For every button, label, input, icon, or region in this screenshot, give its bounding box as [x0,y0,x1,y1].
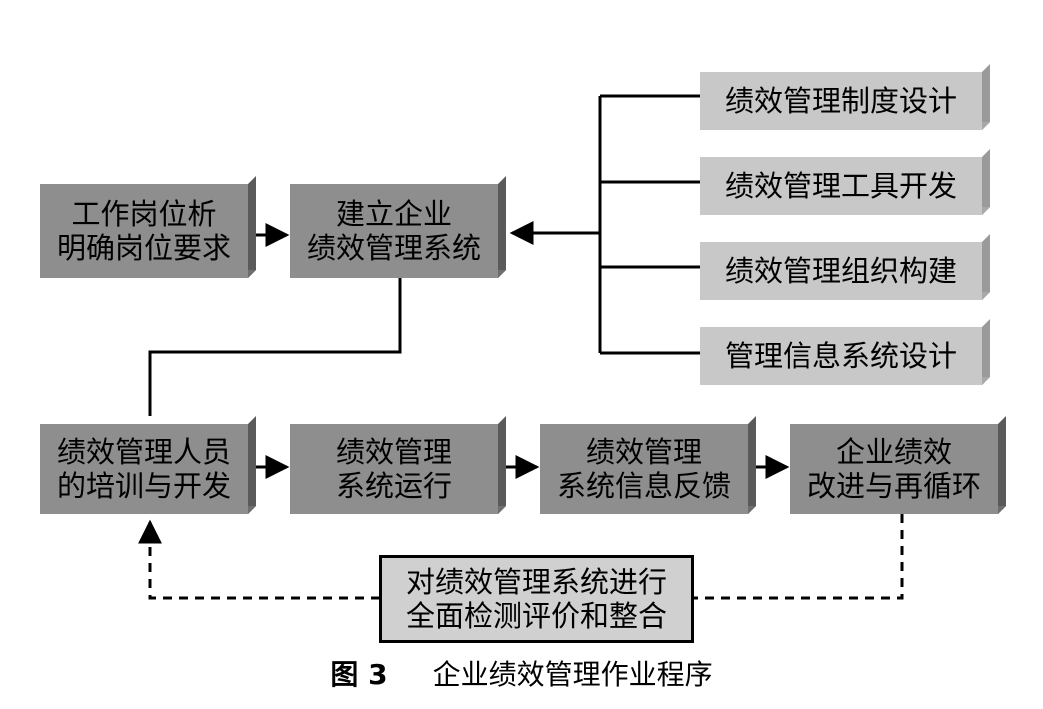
mis-design-box: 管理信息系统设计 [700,327,982,385]
evaluation-box: 对绩效管理系统进行 全面检测评价和整合 [379,555,694,643]
info-feedback-line-1: 绩效管理 [585,435,702,469]
tool-development-label: 绩效管理工具开发 [724,169,957,203]
staff-training-line-1: 绩效管理人员 [56,435,231,469]
system-operation-line-1: 绩效管理 [335,435,452,469]
figure-caption: 图 3 企业绩效管理作业程序 [0,658,1043,692]
design-bracket [509,94,700,355]
system-design-box: 绩效管理制度设计 [700,72,982,130]
improvement-cycle-box: 企业绩效 改进与再循环 [790,424,998,514]
dashed-feedback-loop [138,514,904,600]
system-operation-box: 绩效管理 系统运行 [290,424,498,514]
system-operation-line-2: 系统运行 [335,469,452,503]
establish-system-box: 建立企业 绩效管理系统 [290,184,498,278]
connector-system-to-training [148,278,402,416]
evaluation-line-1: 对绩效管理系统进行 [405,565,667,599]
establish-system-line-1: 建立企业 [335,197,452,231]
staff-training-box: 绩效管理人员 的培训与开发 [40,424,248,514]
mis-design-label: 管理信息系统设计 [724,339,957,373]
evaluation-line-2: 全面检测评价和整合 [405,599,667,633]
job-analysis-line-1: 工作岗位析 [71,197,217,231]
improvement-cycle-line-2: 改进与再循环 [806,469,981,503]
system-design-label: 绩效管理制度设计 [724,84,957,118]
info-feedback-box: 绩效管理 系统信息反馈 [540,424,748,514]
establish-system-line-2: 绩效管理系统 [306,231,481,265]
improvement-cycle-line-1: 企业绩效 [835,435,952,469]
job-analysis-box: 工作岗位析 明确岗位要求 [40,184,248,278]
figure-title: 企业绩效管理作业程序 [432,658,713,691]
figure-number: 图 3 [330,658,388,691]
organization-building-box: 绩效管理组织构建 [700,242,982,300]
organization-building-label: 绩效管理组织构建 [724,254,957,288]
staff-training-line-2: 的培训与开发 [56,469,231,503]
tool-development-box: 绩效管理工具开发 [700,157,982,215]
info-feedback-line-2: 系统信息反馈 [556,469,731,503]
job-analysis-line-2: 明确岗位要求 [56,231,231,265]
